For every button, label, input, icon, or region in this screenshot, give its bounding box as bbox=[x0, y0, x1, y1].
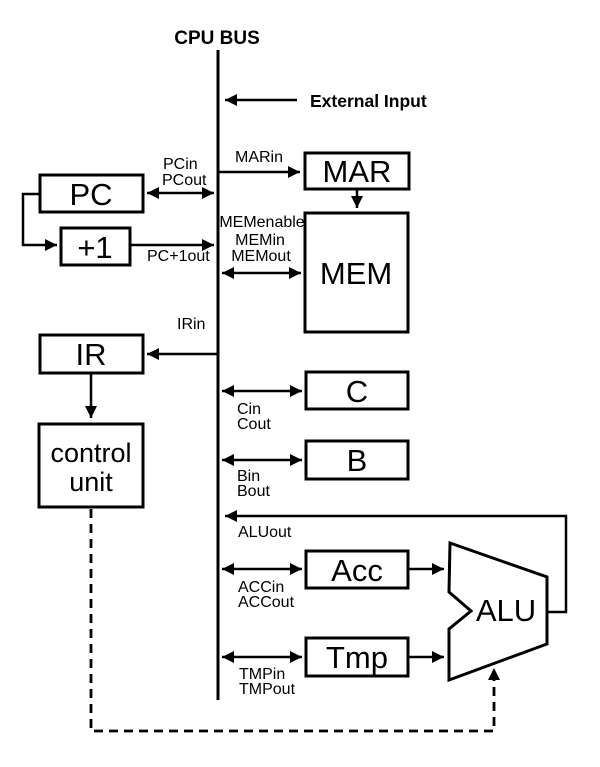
label-cin: Cin bbox=[237, 401, 261, 418]
c-register-label: C bbox=[346, 374, 368, 409]
label-marin: MARin bbox=[235, 149, 283, 166]
label-bin: Bin bbox=[237, 468, 260, 485]
alu-unit-label: ALU bbox=[476, 593, 536, 628]
pc-to-incrementer-line bbox=[21, 192, 57, 251]
label-aluout: ALUout bbox=[238, 524, 292, 541]
incrementer-box bbox=[59, 226, 132, 267]
label-memin: MEMin bbox=[235, 232, 285, 249]
label-pcin: PCin bbox=[163, 156, 198, 173]
external-input-label: External Input bbox=[310, 91, 427, 111]
mem-block-label: MEM bbox=[320, 256, 392, 291]
label-accout: ACCout bbox=[238, 594, 295, 611]
c-register-box bbox=[304, 370, 410, 411]
b-register-label: B bbox=[347, 443, 368, 478]
label-tmpin: TMPin bbox=[239, 666, 285, 683]
incrementer-label: +1 bbox=[77, 230, 112, 265]
pc-register-label: PC bbox=[69, 177, 112, 212]
alu-unit-shape bbox=[447, 540, 549, 683]
label-bout: Bout bbox=[237, 483, 270, 500]
label-memout: MEMout bbox=[231, 248, 291, 265]
label-pcout: PCout bbox=[162, 172, 207, 189]
label-pc1out: PC+1out bbox=[147, 248, 210, 265]
mar-register-label: MAR bbox=[323, 154, 392, 189]
control-alu-dashed-arrow bbox=[89, 509, 500, 733]
control-unit-label-line2: unit bbox=[69, 467, 113, 497]
mem-block-box bbox=[303, 211, 410, 334]
label-cout: Cout bbox=[237, 416, 271, 433]
acc-register-label: Acc bbox=[331, 553, 383, 588]
cpu-bus-title: CPU BUS bbox=[174, 28, 260, 49]
tmp-register-box bbox=[304, 636, 410, 678]
control-unit-label-line1: control bbox=[50, 438, 131, 468]
alu-feedback-arrow bbox=[225, 510, 568, 614]
tmp-register-label: Tmp bbox=[326, 640, 388, 675]
label-memenable: MEMenable bbox=[219, 214, 304, 231]
acc-register-box bbox=[304, 549, 410, 590]
label-tmpout: TMPout bbox=[239, 681, 296, 698]
b-register-box bbox=[304, 439, 410, 481]
ir-register-box bbox=[38, 333, 145, 375]
ir-register-label: IR bbox=[76, 337, 107, 372]
mar-register-box bbox=[303, 151, 411, 191]
label-accin: ACCin bbox=[238, 579, 284, 596]
label-irin: IRin bbox=[177, 316, 205, 333]
control-unit-box bbox=[37, 422, 145, 509]
